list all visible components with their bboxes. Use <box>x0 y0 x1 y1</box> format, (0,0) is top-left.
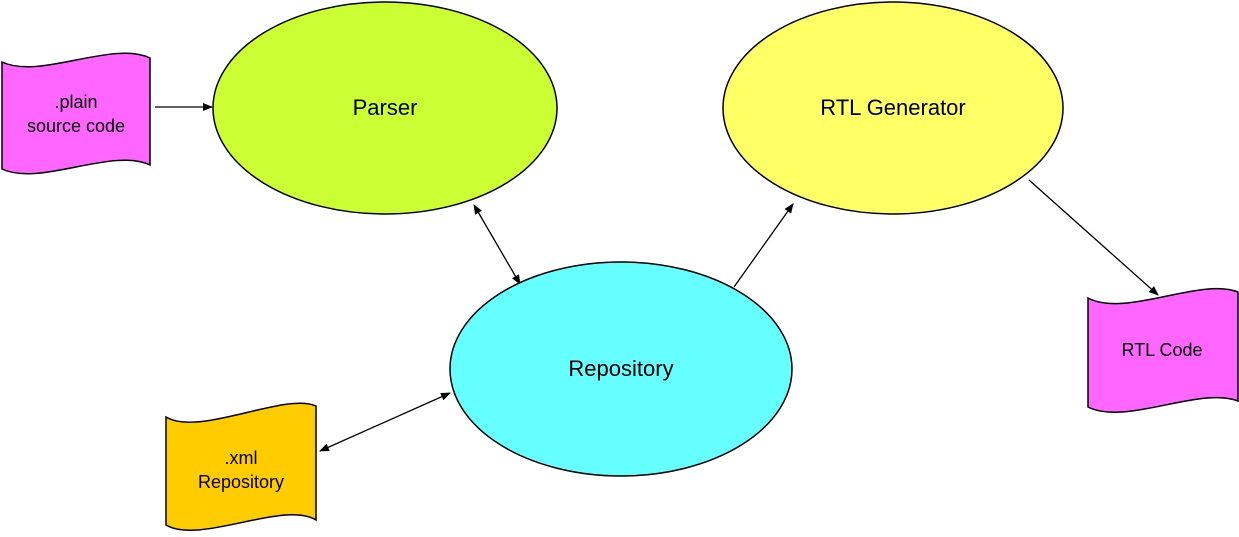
repository-node: Repository <box>449 261 793 477</box>
edge-parser-repository <box>473 204 521 285</box>
parser-label: Parser <box>353 95 418 120</box>
xml-repository-line2: Repository <box>198 472 284 492</box>
repository-label: Repository <box>568 356 673 381</box>
edge-rtl-generator-to-rtl-code <box>1028 179 1159 296</box>
parser-node: Parser <box>212 1 558 215</box>
plain-source-line2: source code <box>27 116 125 136</box>
rtl-code-node: RTL Code <box>1087 287 1239 413</box>
xml-repository-line1: .xml <box>225 448 258 468</box>
xml-repository-node: .xml Repository <box>165 402 317 531</box>
repository-ellipse <box>449 261 793 477</box>
xml-repository-shape <box>165 402 317 531</box>
rtl-generator-ellipse <box>722 1 1064 215</box>
rtl-code-shape <box>1087 287 1239 413</box>
edge-repository-to-rtl-generator <box>733 203 794 288</box>
plain-source-shape <box>1 52 151 175</box>
plain-source-node: .plain source code <box>1 52 151 175</box>
plain-source-line1: .plain <box>54 92 97 112</box>
edge-xml-repository-repository <box>319 392 451 452</box>
parser-ellipse <box>212 1 558 215</box>
rtl-generator-label: RTL Generator <box>820 95 966 120</box>
rtl-code-label: RTL Code <box>1121 340 1202 360</box>
rtl-generator-node: RTL Generator <box>722 1 1064 215</box>
